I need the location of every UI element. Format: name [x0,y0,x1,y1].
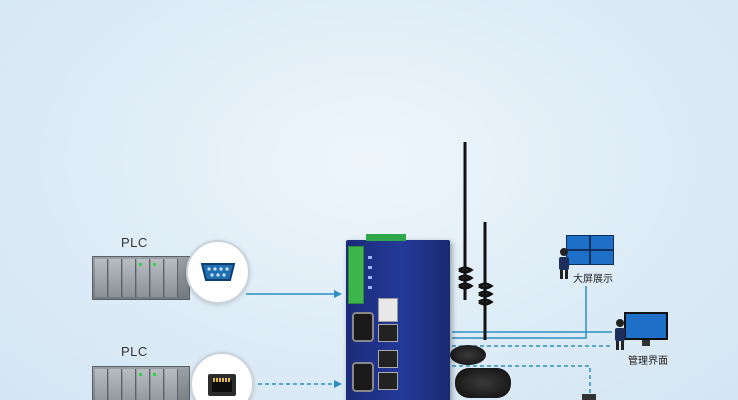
antenna-base-right [455,368,511,398]
ethernet-port-badge [190,352,254,400]
big-screen-monitors [566,235,614,265]
ethernet-port-1 [378,324,398,342]
antenna-base-left [450,345,486,365]
big-screen-label: 大屏展示 [573,274,613,285]
serial-db9-port-icon [200,263,236,281]
dashed-link-2 [452,365,591,400]
serial-port-1 [352,312,374,342]
ethernet-link-arrow [334,380,342,388]
management-monitor-stand [642,340,650,346]
ethernet-port-3 [378,372,398,390]
plc-top-label: PLC [121,235,148,250]
operator-person-icon [615,319,625,350]
status-leds [368,250,408,300]
ethernet-rj45-port-icon [208,374,236,396]
serial-port-badge [186,240,250,304]
management-label: 管理界面 [628,356,668,367]
management-monitor [624,312,668,340]
serial-port-2 [352,362,374,392]
plc-bottom-label: PLC [121,344,148,359]
usb-ports [378,298,398,322]
plc-top-device [92,256,190,300]
serial-link-arrow [334,290,342,298]
terminal-block [348,246,364,304]
gateway-device [346,234,450,400]
plc-bottom-device [92,366,190,400]
presenter-person-icon [559,248,569,279]
antenna-right [478,222,494,340]
partial-device-bottom [582,394,596,400]
antenna-left [458,142,474,300]
gateway-top-cap [366,234,406,241]
link-to-big-screen [452,286,587,339]
ethernet-port-2 [378,350,398,368]
